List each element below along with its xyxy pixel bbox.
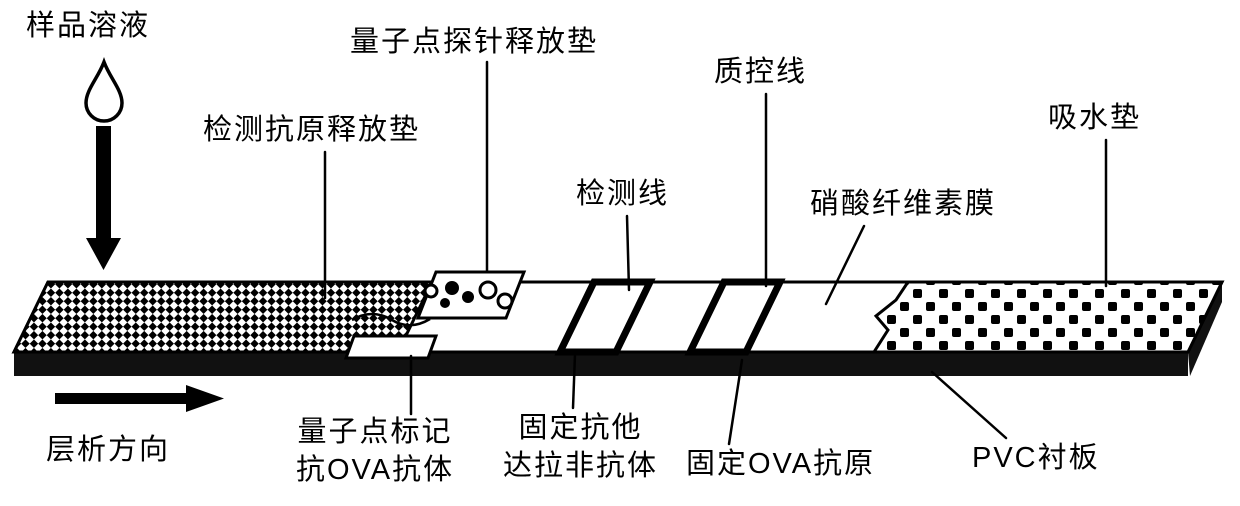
absorbent-pad bbox=[871, 280, 1225, 354]
label-immobilized-anti-tadalafil-line2: 达拉非抗体 bbox=[503, 449, 659, 482]
leader-lines bbox=[323, 60, 1108, 446]
label-immobilized-anti-tadalafil-line1: 固定抗他 bbox=[518, 412, 643, 444]
label-detection-line: 检测线 bbox=[576, 178, 670, 210]
leader-ova-antigen bbox=[727, 358, 744, 446]
right-arrow-icon bbox=[55, 385, 224, 412]
label-qd-labeled-antibody: 量子点标记 抗OVA抗体 bbox=[296, 414, 454, 489]
leader-anti-tadalafil bbox=[571, 352, 577, 410]
strip-right-end-face bbox=[1188, 282, 1222, 376]
label-qd-labeled-antibody-line1: 量子点标记 bbox=[297, 416, 453, 448]
label-immobilized-anti-tadalafil: 固定抗他 达拉非抗体 bbox=[503, 410, 658, 485]
qd-labeled-antibody-zone bbox=[343, 334, 439, 360]
control-line-band bbox=[684, 278, 786, 356]
pvc-backing-front-edge bbox=[14, 352, 1188, 376]
label-immobilized-ova-antigen: 固定OVA抗原 bbox=[686, 448, 876, 480]
test-line-band bbox=[554, 278, 656, 356]
label-qd-labeled-antibody-line2: 抗OVA抗体 bbox=[296, 453, 455, 486]
label-detection-antigen-release-pad: 检测抗原释放垫 bbox=[203, 114, 421, 146]
label-pvc-backing: PVC衬板 bbox=[972, 442, 1100, 474]
label-qd-probe-release-pad: 量子点探针释放垫 bbox=[350, 26, 599, 58]
label-control-line: 质控线 bbox=[714, 56, 808, 88]
label-sample-solution: 样品溶液 bbox=[26, 10, 151, 42]
label-nitrocellulose-membrane: 硝酸纤维素膜 bbox=[810, 188, 997, 220]
down-arrow-icon bbox=[86, 126, 121, 270]
label-flow-direction: 层析方向 bbox=[46, 434, 171, 466]
leader-detection-line bbox=[625, 214, 631, 292]
leader-nc-membrane bbox=[824, 224, 866, 306]
pad-fold-line bbox=[351, 312, 431, 327]
droplet-icon bbox=[84, 57, 124, 123]
leader-pvc-backing bbox=[930, 370, 1008, 440]
label-absorbent-pad: 吸水垫 bbox=[1048, 102, 1142, 134]
quantum-dot-particles bbox=[423, 280, 514, 310]
